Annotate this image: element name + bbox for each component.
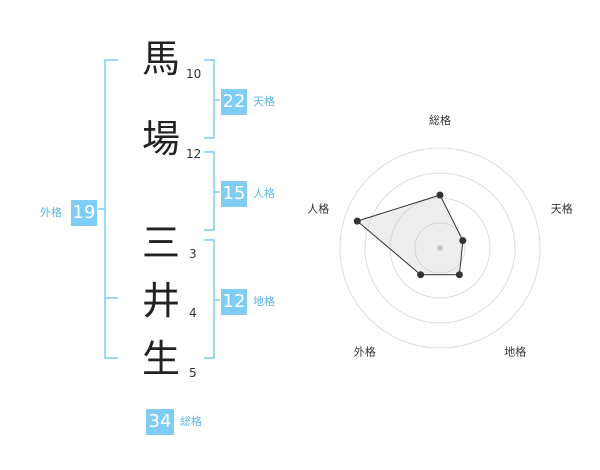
radar-point-2 — [459, 237, 467, 245]
jinkaku-value-badge: 15 — [221, 181, 247, 207]
radar-point-1 — [436, 191, 444, 199]
radar-point-3 — [455, 271, 463, 279]
stroke-count-1: 10 — [186, 67, 202, 81]
gaikaku-bracket — [98, 59, 118, 359]
tenkaku-label: 天格 — [253, 95, 275, 108]
gaikaku-value-badge: 19 — [71, 200, 97, 226]
soukaku-value-badge: 34 — [146, 409, 174, 435]
radar-axis-label-3: 地格 — [504, 345, 526, 359]
stroke-count-2: 12 — [186, 147, 202, 161]
tenkaku-value-badge: 22 — [221, 89, 247, 115]
radar-ring — [339, 147, 541, 349]
jinkaku-label: 人格 — [253, 187, 275, 200]
stroke-count-4: 4 — [189, 306, 197, 320]
tenkaku-bracket — [204, 59, 220, 139]
radar-point-4 — [417, 271, 425, 279]
radar-axis-label-1: 総格 — [429, 113, 451, 127]
radar-axis-label-5: 人格 — [307, 201, 329, 215]
radar-axis-label-4: 外格 — [354, 345, 376, 359]
name-char-2: 場 — [142, 117, 181, 161]
chikaku-label: 地格 — [253, 295, 275, 308]
radar-ring — [414, 222, 466, 274]
name-char-1: 馬 — [142, 37, 181, 81]
name-char-3: 三 — [142, 221, 181, 265]
stroke-count-3: 3 — [189, 247, 197, 261]
radar-center-dot — [437, 245, 443, 251]
radar-ring — [364, 172, 516, 324]
soukaku-label: 総格 — [180, 415, 202, 428]
radar-point-5 — [353, 217, 361, 225]
radar-axis-label-2: 天格 — [551, 201, 573, 215]
jinkaku-bracket — [204, 151, 220, 231]
radar-polygon — [356, 194, 464, 276]
chikaku-bracket — [204, 239, 220, 359]
gaikaku-label: 外格 — [40, 206, 62, 219]
name-char-4: 井 — [142, 279, 181, 323]
chikaku-value-badge: 12 — [221, 289, 247, 315]
stroke-count-5: 5 — [189, 366, 197, 380]
name-char-5: 生 — [142, 337, 181, 381]
